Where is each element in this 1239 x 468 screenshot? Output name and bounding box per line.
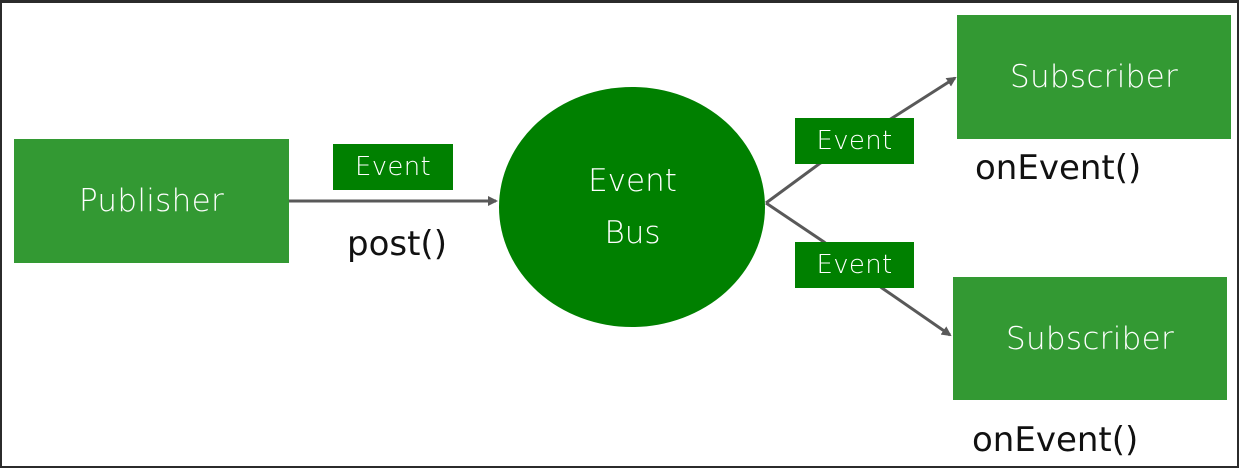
- event-bus-label-line2: Bus: [604, 215, 661, 251]
- event-bus-label-line1: Event: [588, 163, 677, 199]
- event-bus-label: Event Bus: [499, 87, 766, 327]
- post-method-label: post(): [347, 224, 447, 264]
- on-event-label-lower: onEvent(): [972, 420, 1139, 460]
- event-tag-post: Event: [333, 144, 453, 190]
- subscriber-box-lower: Subscriber: [953, 277, 1227, 400]
- subscriber-box-upper: Subscriber: [957, 15, 1231, 139]
- subscriber-label: Subscriber: [1009, 59, 1179, 95]
- event-tag-label: Event: [355, 152, 431, 182]
- event-bus-circle: [499, 87, 765, 327]
- subscriber-label: Subscriber: [1005, 320, 1175, 357]
- on-event-label-upper: onEvent(): [975, 148, 1142, 188]
- publisher-box: Publisher: [14, 139, 289, 263]
- window-top-border: [2, 0, 1237, 3]
- event-tag-label: Event: [816, 126, 893, 156]
- event-tag-upper: Event: [795, 118, 914, 164]
- publisher-label: Publisher: [78, 183, 224, 219]
- event-tag-label: Event: [816, 250, 893, 280]
- event-tag-lower: Event: [795, 242, 914, 288]
